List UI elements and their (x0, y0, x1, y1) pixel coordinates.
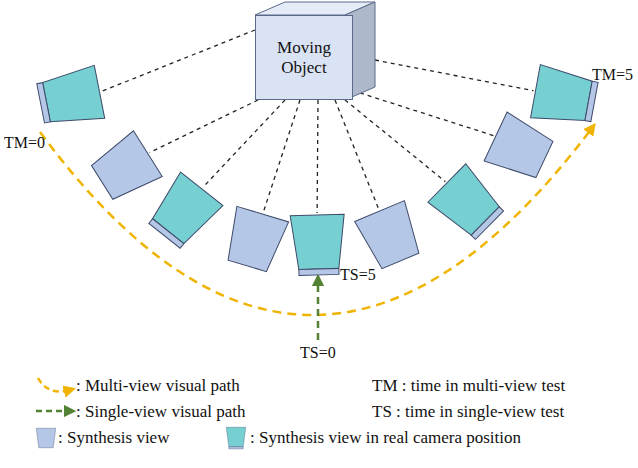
legend-text: : Single-view visual path (76, 403, 246, 422)
cube-faces (255, 2, 375, 100)
legend-text: : Multi-view visual path (76, 377, 240, 396)
legend-text: : Synthesis view in real camera position (250, 429, 521, 448)
node-label: Moving Object (256, 38, 352, 77)
legend-note: TM : time in multi-view test (372, 377, 565, 396)
legend-text: : Synthesis view (58, 429, 169, 448)
legend-note: TS : time in single-view test (372, 403, 564, 422)
legend-icons (36, 378, 246, 449)
time-label: TS=5 (340, 266, 376, 284)
time-label: TM=5 (592, 66, 633, 84)
object-box: Moving Object (255, 15, 353, 100)
time-label: TS=0 (300, 344, 336, 362)
single-view-path (317, 280, 320, 340)
time-label: TM=0 (4, 134, 45, 152)
